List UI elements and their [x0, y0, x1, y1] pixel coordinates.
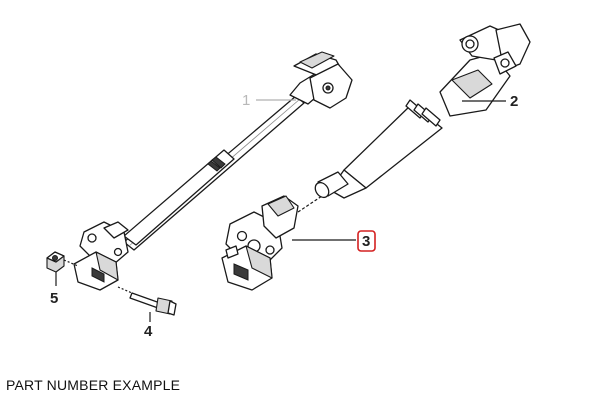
part-2-upper-column-shaft [314, 23, 531, 199]
part-1-steering-shaft [73, 51, 353, 291]
callout-3-highlight-box [357, 230, 376, 252]
part-3-universal-joint [221, 195, 299, 291]
callout-1: 1 [242, 92, 250, 109]
callout-3: 3 [362, 233, 370, 250]
part-4-bolt [117, 286, 177, 316]
part-5-nut [46, 251, 79, 286]
callout-5: 5 [50, 290, 58, 307]
callout-4: 4 [144, 323, 153, 340]
caption-text: PART NUMBER EXAMPLE [6, 377, 181, 393]
callout-2: 2 [510, 93, 518, 110]
